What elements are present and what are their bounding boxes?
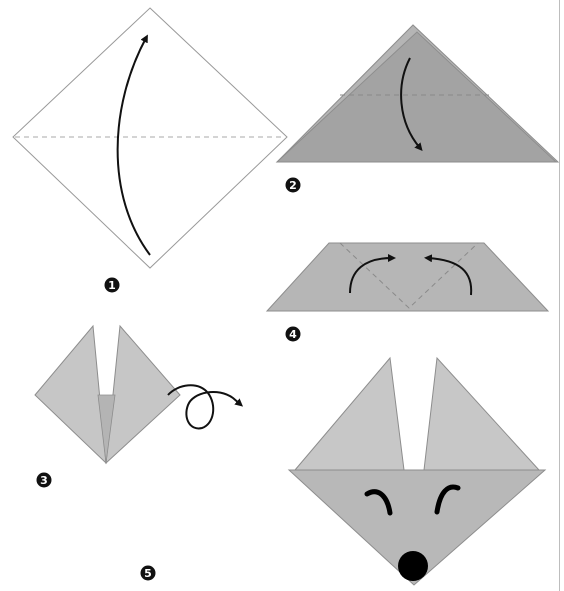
step-5-badge: 5 <box>141 566 156 581</box>
step-3-number: 3 <box>40 474 48 487</box>
step-1-diagram: 1 <box>13 8 287 293</box>
step-5-diagram: 5 <box>141 358 546 585</box>
step-4-badge: 4 <box>286 327 301 342</box>
step-2-diagram: 2 <box>277 25 558 193</box>
step-4-number: 4 <box>289 328 297 341</box>
step-4-diagram: 4 <box>267 243 548 342</box>
step-3-diagram: 3 <box>35 326 240 488</box>
step-2-badge: 2 <box>286 178 301 193</box>
page-border <box>559 0 560 591</box>
step-3-left-flap <box>35 326 106 463</box>
step-1-badge: 1 <box>105 278 120 293</box>
step-3-turn-over-loop-icon <box>168 385 240 428</box>
step-5-right-ear <box>424 358 539 470</box>
step-2-number: 2 <box>289 179 297 192</box>
step-5-left-ear <box>295 358 404 470</box>
step-3-badge: 3 <box>37 473 52 488</box>
step-1-square-paper <box>13 8 287 268</box>
step-5-nose-icon <box>398 551 428 581</box>
step-4-trapezoid-paper <box>267 243 548 311</box>
step-1-number: 1 <box>108 279 116 292</box>
step-5-number: 5 <box>144 567 152 580</box>
